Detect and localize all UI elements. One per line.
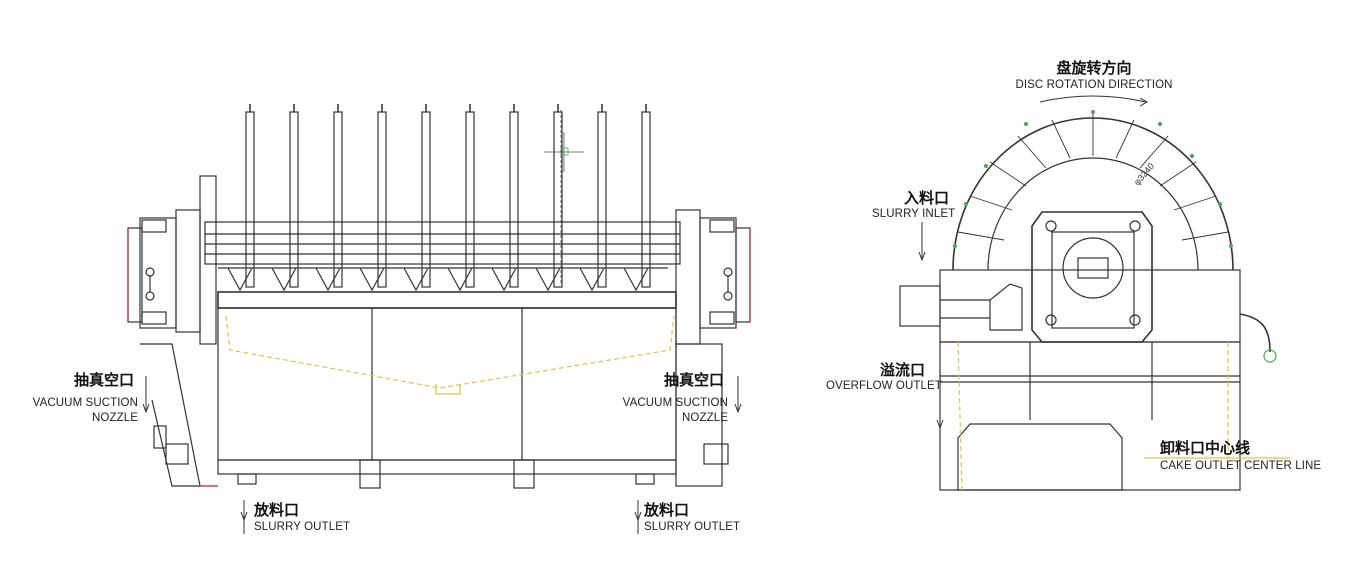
outlet-right-en: SLURRY OUTLET (644, 521, 741, 533)
disc-segments (957, 114, 1229, 241)
outlet-right-cn: 放料口 (644, 501, 690, 519)
inlet-cn: 入料口 (904, 189, 950, 207)
crosshair-mark (544, 110, 584, 285)
front-view-arrows (142, 376, 742, 534)
outlet-left-en: SLURRY OUTLET (254, 521, 351, 533)
vacuum-left-en1: VACUUM SUCTION (32, 397, 138, 409)
cake-en: CAKE OUTLET CENTER LINE (1160, 460, 1322, 472)
vacuum-left-cn: 抽真空口 (74, 371, 135, 389)
overflow-en: OVERFLOW OUTLET (826, 380, 942, 392)
outlet-left-cn: 放料口 (254, 501, 300, 519)
disc-diameter-mark: φ3240 (1132, 161, 1156, 187)
right-bearing (675, 209, 751, 487)
overflow-cn: 溢流口 (880, 361, 926, 379)
vacuum-right-cn: 抽真空口 (664, 371, 725, 389)
front-view (127, 104, 751, 534)
side-view-arrows (918, 222, 944, 430)
side-view: φ3240 (899, 95, 1290, 491)
vacuum-right-en2: NOZZLE (682, 412, 728, 424)
rotation-en: DISC ROTATION DIRECTION (1015, 79, 1173, 91)
vacuum-right-en1: VACUUM SUCTION (622, 397, 728, 409)
rotation-cn: 盘旋转方向 (1056, 59, 1132, 77)
vacuum-left-en2: NOZZLE (92, 412, 138, 424)
cake-cn: 卸料口中心线 (1160, 439, 1251, 457)
left-bearing (127, 175, 218, 487)
inlet-en: SLURRY INLET (872, 208, 956, 220)
rotation-arrow (1039, 95, 1147, 103)
filter-rods (245, 104, 651, 288)
disc-rim-dots (953, 110, 1233, 248)
